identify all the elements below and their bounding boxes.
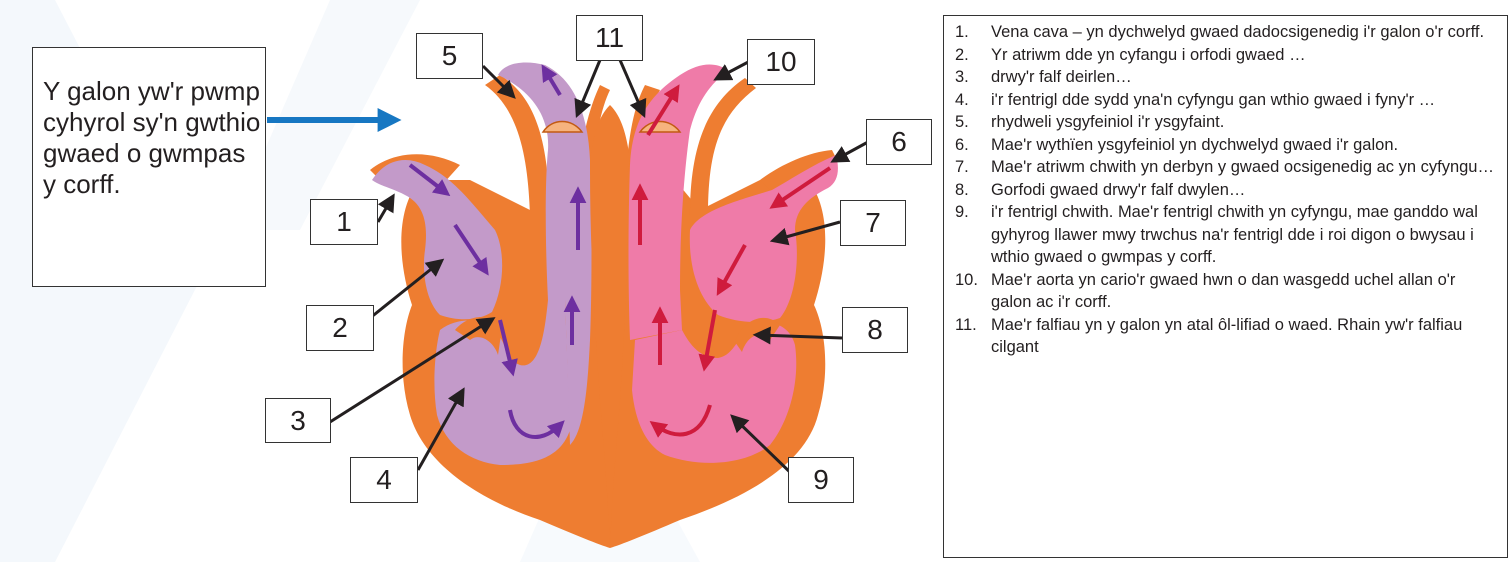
legend-text: Mae'r aorta yn cario'r gwaed hwn o dan w… [991,271,1455,312]
legend-list: 1. Vena cava – yn dychwelyd gwaed dadocsi… [944,21,1507,359]
legend-text: Gorfodi gwaed drwy'r falf dwylen… [991,181,1245,199]
legend-text: Yr atriwm dde yn cyfangu i orfodi gwaed … [991,46,1306,64]
legend-item: 7. Mae'r atriwm chwith yn derbyn y gwaed … [944,156,1507,179]
legend-item: 11. Mae'r falfiau yn y galon yn atal ôl-l… [944,314,1507,359]
legend-item: 4. i'r fentrigl dde sydd yna'n cyfyngu ga… [944,89,1507,112]
legend-number: 1. [955,21,969,44]
legend-item: 8. Gorfodi gwaed drwy'r falf dwylen… [944,179,1507,202]
legend-item: 1. Vena cava – yn dychwelyd gwaed dadocsi… [944,21,1507,44]
intro-text: Y galon yw'r pwmp cyhyrol sy'n gwthio gw… [43,76,263,200]
legend-text: rhydweli ysgyfeiniol i'r ysgyfaint. [991,113,1224,131]
legend-number: 9. [955,201,969,224]
label-3: 3 [265,398,331,443]
label-4: 4 [350,457,418,503]
legend-item: 9. i'r fentrigl chwith. Mae'r fentrigl ch… [944,201,1507,269]
legend-number: 11. [955,314,977,337]
legend-item: 10. Mae'r aorta yn cario'r gwaed hwn o da… [944,269,1507,314]
label-1: 1 [310,199,378,245]
legend-text: Vena cava – yn dychwelyd gwaed dadocsige… [991,23,1484,41]
legend-number: 2. [955,44,969,67]
legend-item: 6. Mae'r wythïen ysgyfeiniol yn dychwelyd… [944,134,1507,157]
legend-item: 2. Yr atriwm dde yn cyfangu i orfodi gwae… [944,44,1507,67]
legend-item: 3. drwy'r falf deirlen… [944,66,1507,89]
legend-number: 8. [955,179,969,202]
legend-item: 5. rhydweli ysgyfeiniol i'r ysgyfaint. [944,111,1507,134]
legend-text: i'r fentrigl chwith. Mae'r fentrigl chwi… [991,203,1478,266]
legend-text: Mae'r falfiau yn y galon yn atal ôl-lifi… [991,316,1462,357]
label-8: 8 [842,307,908,353]
label-10: 10 [747,39,815,85]
legend-text: drwy'r falf deirlen… [991,68,1132,86]
label-6: 6 [866,119,932,165]
label-9: 9 [788,457,854,503]
legend-number: 6. [955,134,969,157]
label-7: 7 [840,200,906,246]
legend-number: 10. [955,269,978,292]
legend-text: i'r fentrigl dde sydd yna'n cyfyngu gan … [991,91,1435,109]
legend-number: 5. [955,111,969,134]
legend-number: 4. [955,89,969,112]
legend-text: Mae'r atriwm chwith yn derbyn y gwaed oc… [991,158,1494,176]
legend-number: 7. [955,156,969,179]
legend-box: 1. Vena cava – yn dychwelyd gwaed dadocsi… [943,15,1508,558]
label-5: 5 [416,33,483,79]
legend-text: Mae'r wythïen ysgyfeiniol yn dychwelyd g… [991,136,1398,154]
label-2: 2 [306,305,374,351]
label-11: 11 [576,15,643,61]
intro-box: Y galon yw'r pwmp cyhyrol sy'n gwthio gw… [32,47,266,287]
legend-number: 3. [955,66,969,89]
